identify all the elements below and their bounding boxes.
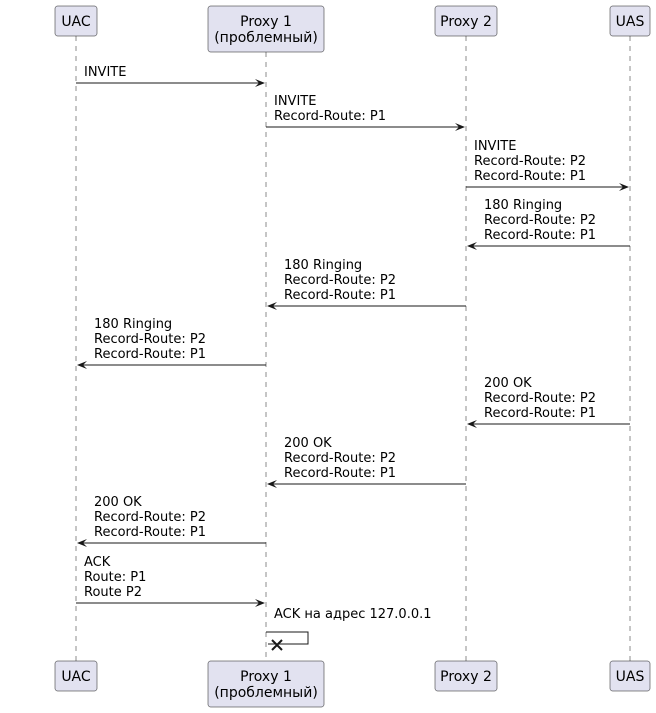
message-label: Record-Route: P1 <box>284 466 396 481</box>
participant-label: Proxy 1 <box>240 14 292 30</box>
participant-label: UAS <box>616 669 645 685</box>
message-label: Record-Route: P1 <box>484 406 596 421</box>
message-label: 200 OK <box>94 495 142 510</box>
message-label: Route: P1 <box>84 570 146 585</box>
message-label: Record-Route: P1 <box>474 169 586 184</box>
participant-uac-bottom: UAC <box>54 660 98 692</box>
participant-label: UAC <box>61 14 91 30</box>
participant-uac-top: UAC <box>54 5 98 37</box>
message-label: INVITE <box>84 65 126 80</box>
participant-uas-top: UAS <box>609 5 651 37</box>
message-label: Record-Route: P2 <box>94 510 206 525</box>
participant-box <box>54 660 98 692</box>
participant-label: (проблемный) <box>214 685 318 701</box>
arrowhead-icon <box>255 599 265 607</box>
message-label: Record-Route: P2 <box>284 273 396 288</box>
arrowhead-icon <box>77 361 87 369</box>
arrowhead-icon <box>455 123 465 131</box>
participant-box <box>609 660 651 692</box>
message-11: ACK на адрес 127.0.0.1 <box>266 607 432 651</box>
message-label: Record-Route: P2 <box>474 154 586 169</box>
message-label: Record-Route: P1 <box>94 347 206 362</box>
participant-p2-top: Proxy 2 <box>434 5 498 37</box>
lifelines <box>75 36 631 661</box>
self-arrow-line <box>266 631 309 645</box>
participant-label: UAC <box>61 669 91 685</box>
message-label: Record-Route: P1 <box>94 525 206 540</box>
message-label: 180 Ringing <box>94 317 172 332</box>
message-label: Record-Route: P2 <box>284 451 396 466</box>
arrowhead-icon <box>619 183 629 191</box>
participant-label: UAS <box>616 14 645 30</box>
participant-uas-bottom: UAS <box>609 660 651 692</box>
arrowhead-icon <box>467 242 477 250</box>
participant-box <box>609 5 651 37</box>
message-label: Route P2 <box>84 585 142 600</box>
participant-label: Proxy 2 <box>440 14 492 30</box>
participant-box <box>207 660 325 708</box>
participant-box <box>434 5 498 37</box>
participant-label: (проблемный) <box>214 30 318 46</box>
message-label: Record-Route: P1 <box>284 288 396 303</box>
lost-message-x-icon <box>271 639 283 651</box>
participant-p2-bottom: Proxy 2 <box>434 660 498 692</box>
arrowhead-icon <box>267 480 277 488</box>
message-label: 180 Ringing <box>484 198 562 213</box>
message-label: Record-Route: P2 <box>484 213 596 228</box>
message-label: Record-Route: P2 <box>484 391 596 406</box>
message-label: 180 Ringing <box>284 258 362 273</box>
message-label: INVITE <box>274 94 316 109</box>
participants-bottom: UAC Proxy 1(проблемный) Proxy 2 UAS <box>54 660 651 708</box>
message-label: Record-Route: P1 <box>484 228 596 243</box>
participant-box <box>434 660 498 692</box>
participants-top: UAC Proxy 1(проблемный) Proxy 2 UAS <box>54 5 651 53</box>
participant-p1-top: Proxy 1(проблемный) <box>207 5 325 53</box>
message-label: 200 OK <box>284 436 332 451</box>
message-1: INVITE <box>76 65 265 87</box>
arrowhead-icon <box>255 79 265 87</box>
arrowhead-icon <box>267 302 277 310</box>
participant-box <box>54 5 98 37</box>
message-label: INVITE <box>474 139 516 154</box>
participant-p1-bottom: Proxy 1(проблемный) <box>207 660 325 708</box>
participant-label: Proxy 1 <box>240 669 292 685</box>
participant-label: Proxy 2 <box>440 669 492 685</box>
message-label: 200 OK <box>484 376 532 391</box>
message-label: Record-Route: P2 <box>94 332 206 347</box>
participant-box <box>207 5 325 53</box>
message-label: Record-Route: P1 <box>274 109 386 124</box>
message-label: ACK на адрес 127.0.0.1 <box>274 607 432 622</box>
message-label: ACK <box>84 555 111 570</box>
arrowhead-icon <box>77 539 87 547</box>
arrowhead-icon <box>467 420 477 428</box>
